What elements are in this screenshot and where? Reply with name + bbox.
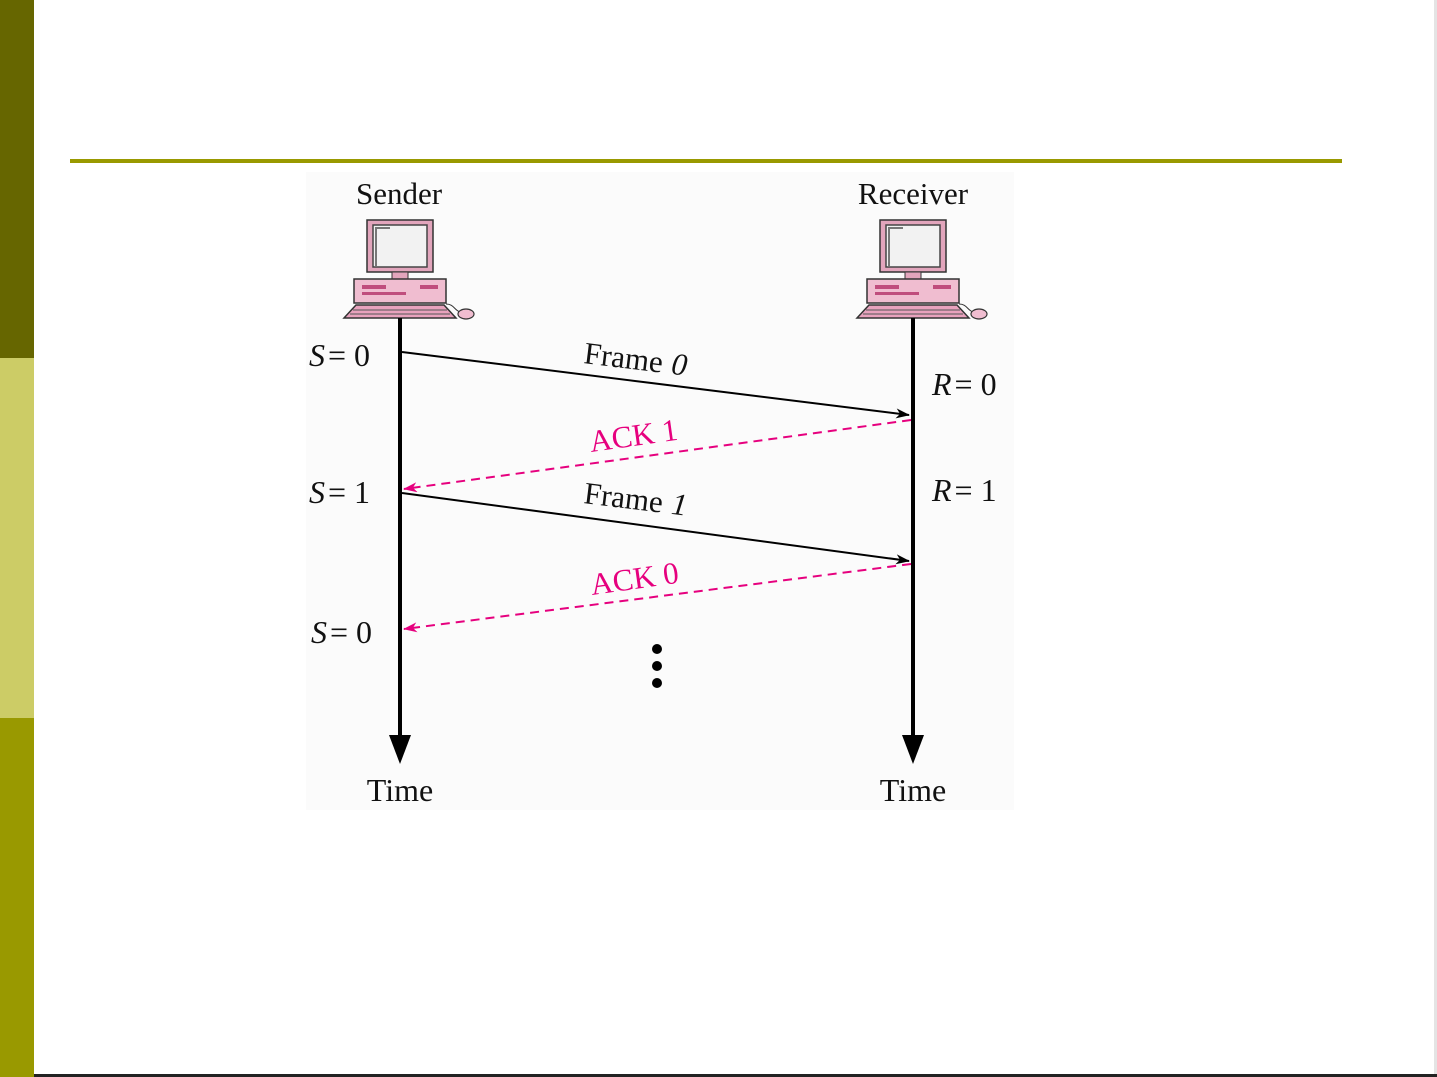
sender-time-label: Time bbox=[367, 772, 433, 808]
receiver-label: Receiver bbox=[858, 176, 969, 211]
ack-1-label: ACK 1 bbox=[587, 412, 680, 459]
receiver-state-1: R= 1 bbox=[931, 472, 997, 508]
receiver-time-arrowhead bbox=[902, 735, 924, 764]
receiver-time-label: Time bbox=[880, 772, 946, 808]
vertical-ellipsis-icon bbox=[652, 644, 662, 688]
sender-label: Sender bbox=[356, 176, 443, 211]
sender-state-0: S= 0 bbox=[309, 337, 370, 373]
sender-computer-icon bbox=[344, 220, 474, 319]
receiver-computer-icon bbox=[857, 220, 987, 319]
receiver-state-0: R= 0 bbox=[931, 366, 997, 402]
sender-state-2: S= 0 bbox=[311, 614, 372, 650]
sender-state-1: S= 1 bbox=[309, 474, 370, 510]
sender-time-arrowhead bbox=[389, 735, 411, 764]
